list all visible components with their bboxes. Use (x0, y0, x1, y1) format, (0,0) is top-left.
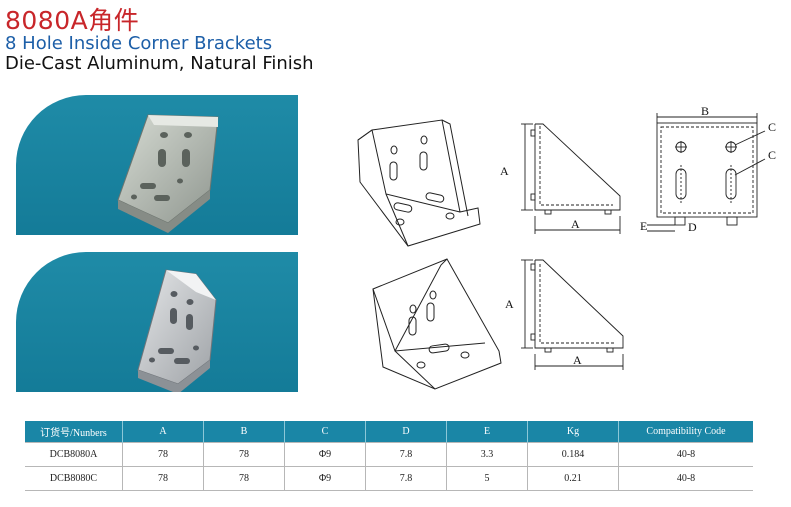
cell-compatibility: 40-8 (618, 466, 753, 491)
dim-label-c1: C (768, 120, 776, 134)
dim-label-b: B (701, 104, 709, 118)
front-view-drawing: B C C E D (635, 103, 785, 238)
dim-label-a-horizontal: A (571, 217, 580, 231)
bracket-photo-2 (137, 269, 217, 394)
dim-label-a-horizontal-2: A (573, 353, 582, 367)
cell-compatibility: 40-8 (618, 442, 753, 467)
dim-label-d: D (688, 220, 697, 234)
product-subtitle: 8 Hole Inside Corner Brackets (5, 33, 273, 54)
cell-a: 78 (122, 466, 204, 491)
header-compatibility: Compatibility Code (618, 421, 753, 443)
cell-part-number: DCB8080A (25, 442, 123, 467)
cell-part-number: DCB8080C (25, 466, 123, 491)
cell-b: 78 (203, 466, 285, 491)
dim-label-a-vertical: A (500, 164, 509, 178)
cell-a: 78 (122, 442, 204, 467)
dim-label-c2: C (768, 148, 776, 162)
cell-c: Φ9 (284, 466, 366, 491)
dim-label-e: E (640, 219, 647, 233)
cell-kg: 0.21 (527, 466, 619, 491)
product-finish: Die-Cast Aluminum, Natural Finish (5, 53, 314, 74)
cell-e: 5 (446, 466, 528, 491)
table-row: DCB8080C 78 78 Φ9 7.8 5 0.21 40-8 (25, 466, 753, 491)
cell-e: 3.3 (446, 442, 528, 467)
product-title: 8080A角件 (5, 6, 140, 35)
side-view-drawing-2: A A (495, 250, 635, 375)
table-row: DCB8080A 78 78 Φ9 7.8 3.3 0.184 40-8 (25, 442, 753, 467)
table-header-row: 订货号/Nunbers A B C D E Kg Compatibility C… (25, 421, 753, 443)
header-a: A (122, 421, 204, 443)
bracket-photo-1 (117, 114, 219, 233)
header-d: D (365, 421, 447, 443)
isometric-drawing-1 (350, 112, 490, 252)
dim-label-a-vertical-2: A (505, 297, 514, 311)
header-e: E (446, 421, 528, 443)
header-b: B (203, 421, 285, 443)
spec-table: 订货号/Nunbers A B C D E Kg Compatibility C… (25, 421, 753, 491)
cell-d: 7.8 (365, 466, 447, 491)
header-part-number: 订货号/Nunbers (25, 421, 123, 443)
cell-kg: 0.184 (527, 442, 619, 467)
cell-b: 78 (203, 442, 285, 467)
header-c: C (284, 421, 366, 443)
isometric-drawing-2 (365, 255, 505, 395)
cell-c: Φ9 (284, 442, 366, 467)
photo-panel-bottom (16, 252, 298, 402)
header-kg: Kg (527, 421, 619, 443)
photo-panel-top (16, 95, 298, 245)
cell-d: 7.8 (365, 442, 447, 467)
side-view-drawing-1: A A (495, 112, 635, 237)
